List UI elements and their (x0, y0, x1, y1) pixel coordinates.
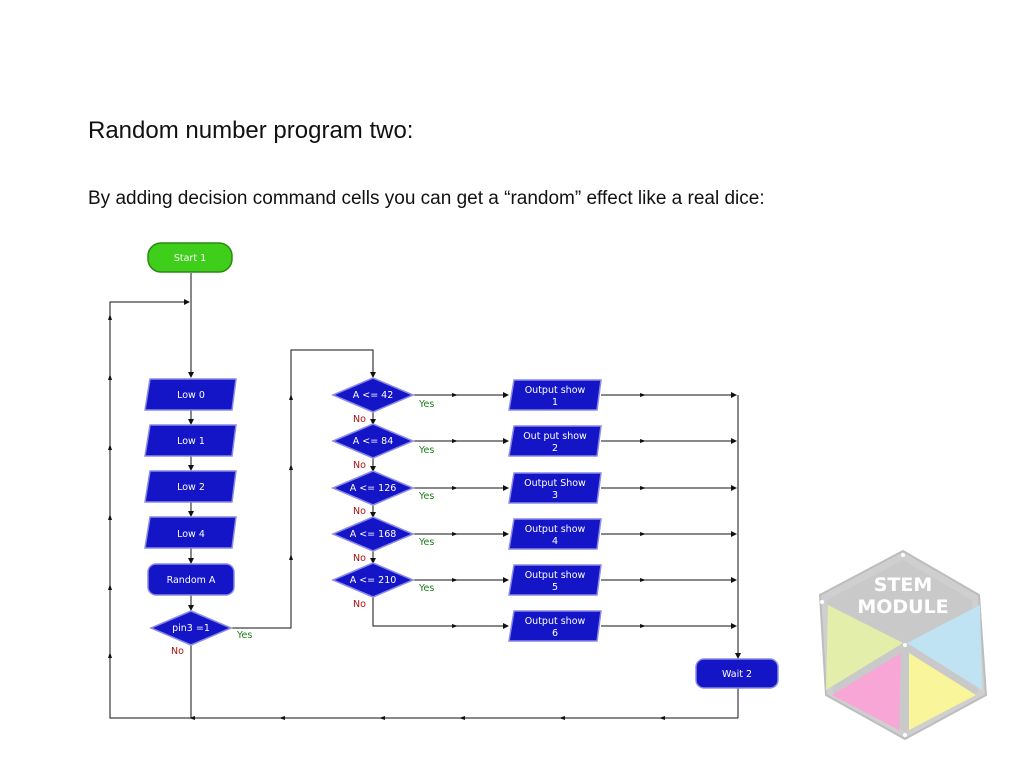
output-6-cell: Output show 6 (508, 610, 602, 642)
connectors (109, 273, 741, 719)
start-cell: Start 1 (147, 242, 233, 273)
decision-1-no-label: No (353, 414, 366, 425)
logo-text-line1: STEM (874, 574, 933, 596)
wait-label: Wait 2 (722, 669, 752, 680)
output-4-line1: Output show (525, 524, 586, 535)
pin3-decision-cell: pin3 =1 Yes No (149, 610, 252, 657)
decision-5-no-label: No (353, 599, 366, 610)
decision-3-label: A <= 126 (350, 483, 397, 494)
connector-bottom-loop (109, 299, 738, 719)
output-6-line1: Output show (525, 616, 586, 627)
low-2-label: Low 2 (177, 482, 205, 493)
output-6-line2: 6 (552, 628, 558, 639)
decision-2-cell: A <= 84 Yes No (331, 423, 434, 471)
decision-1-label: A <= 42 (353, 390, 394, 401)
decision-2-label: A <= 84 (353, 436, 394, 447)
output-3-line1: Output Show (524, 478, 586, 489)
logo-text-line2: MODULE (857, 596, 948, 618)
output-5-line1: Output show (525, 570, 586, 581)
low-0-label: Low 0 (177, 390, 205, 401)
decision-3-cell: A <= 126 Yes No (331, 470, 434, 517)
decision-4-label: A <= 168 (350, 529, 397, 540)
decision-4-cell: A <= 168 Yes No (331, 516, 434, 564)
output-1-line1: Output show (525, 385, 586, 396)
output-1-line2: 1 (552, 397, 558, 408)
flow-direction-arrows (108, 314, 665, 720)
connector-d5-to-o6 (372, 597, 509, 629)
decision-1-yes-label: Yes (418, 399, 434, 410)
pin3-no-label: No (171, 646, 184, 657)
pin3-label: pin3 =1 (172, 623, 210, 634)
output-3-cell: Output Show 3 (508, 472, 602, 504)
stem-module-logo: STEM MODULE (818, 549, 988, 741)
decision-4-no-label: No (353, 553, 366, 564)
decision-1-cell: A <= 42 Yes No (331, 377, 434, 425)
low-1-label: Low 1 (177, 436, 205, 447)
logo-blue-segment (907, 605, 982, 690)
decision-5-yes-label: Yes (418, 583, 434, 594)
decision-5-label: A <= 210 (350, 575, 397, 586)
decision-2-no-label: No (353, 460, 366, 471)
output-2-cell: Out put show 2 (508, 425, 602, 457)
low-0-cell: Low 0 (144, 378, 237, 411)
output-5-line2: 5 (552, 582, 558, 593)
low-4-cell: Low 4 (144, 516, 237, 549)
decision-5-cell: A <= 210 Yes No (331, 562, 434, 610)
output-4-cell: Output show 4 (508, 518, 602, 550)
output-2-line2: 2 (552, 443, 558, 454)
output-3-line2: 3 (552, 490, 558, 501)
low-2-cell: Low 2 (144, 470, 237, 503)
decision-3-yes-label: Yes (418, 491, 434, 502)
connector-pin-yes (230, 349, 376, 629)
decision-3-no-label: No (353, 506, 366, 517)
logo-pink-segment (832, 653, 901, 730)
low-1-cell: Low 1 (144, 424, 237, 457)
pin3-yes-label: Yes (236, 630, 252, 641)
output-1-cell: Output show 1 (508, 379, 602, 411)
page-title: Random number program two: (88, 117, 414, 144)
random-label: Random A (167, 575, 216, 586)
output-2-line1: Out put show (523, 431, 587, 442)
output-4-line2: 4 (552, 536, 558, 547)
low-4-label: Low 4 (177, 529, 205, 540)
start-label: Start 1 (174, 253, 206, 264)
output-5-cell: Output show 5 (508, 564, 602, 596)
logo-yellow-segment (909, 653, 976, 730)
wait-cell: Wait 2 (695, 658, 779, 689)
description-text: By adding decision command cells you can… (88, 188, 765, 209)
logo-green-segment (826, 605, 903, 690)
decision-4-yes-label: Yes (418, 537, 434, 548)
random-cell: Random A (147, 563, 235, 596)
decision-2-yes-label: Yes (418, 445, 434, 456)
